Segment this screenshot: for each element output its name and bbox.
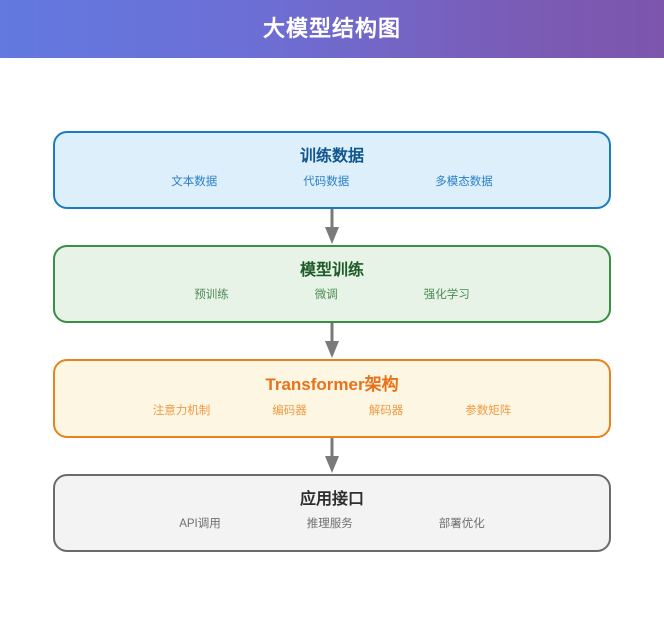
arrow-down-icon [325,322,339,358]
stage-item[interactable]: 参数矩阵 [465,404,512,417]
stage-card-transformer-architecture[interactable]: Transformer架构 注意力机制 编码器 解码器 参数矩阵 [53,358,611,438]
stage-item-list: 预训练 微调 强化学习 [69,287,595,304]
stage-title: 训练数据 [299,148,364,165]
stage-title: 模型训练 [299,261,364,279]
stage-item[interactable]: 编码器 [272,404,307,417]
stage-item[interactable]: 强化学习 [423,289,470,302]
connector-arrow-2 [323,322,341,359]
arrow-down-icon [325,208,339,244]
stage-item-list: 注意力机制 编码器 解码器 参数矩阵 [69,403,595,420]
stage-item[interactable]: 多模态数据 [435,175,493,188]
page-title: 大模型结构图 [262,16,401,41]
stage-card-model-training[interactable]: 模型训练 预训练 微调 强化学习 [53,244,611,323]
stage-item-list: 文本数据 代码数据 多模态数据 [69,174,595,191]
stage-item[interactable]: 微调 [314,289,338,302]
page-header: 大模型结构图 [0,0,664,58]
stage-item[interactable]: 推理服务 [306,518,353,531]
architecture-diagram: 训练数据 文本数据 代码数据 多模态数据 模型训练 预训练 微调 强化学习 Tr… [0,58,664,552]
stage-item[interactable]: 预训练 [194,289,229,302]
arrow-down-icon [325,437,339,473]
stage-item[interactable]: 部署优化 [438,518,485,531]
connector-arrow-3 [323,437,341,474]
stage-item[interactable]: 代码数据 [303,175,350,188]
stage-title: Transformer架构 [265,374,399,394]
stage-item[interactable]: 注意力机制 [152,404,211,417]
stage-item[interactable]: 解码器 [368,404,404,417]
stage-item[interactable]: API调用 [179,518,221,531]
stage-item-list: API调用 推理服务 部署优化 [69,516,595,533]
connector-arrow-1 [323,208,341,245]
stage-title: 应用接口 [299,490,364,508]
stage-item[interactable]: 文本数据 [171,175,218,188]
stage-card-training-data[interactable]: 训练数据 文本数据 代码数据 多模态数据 [53,131,611,209]
stage-card-application-interface[interactable]: 应用接口 API调用 推理服务 部署优化 [53,473,611,552]
